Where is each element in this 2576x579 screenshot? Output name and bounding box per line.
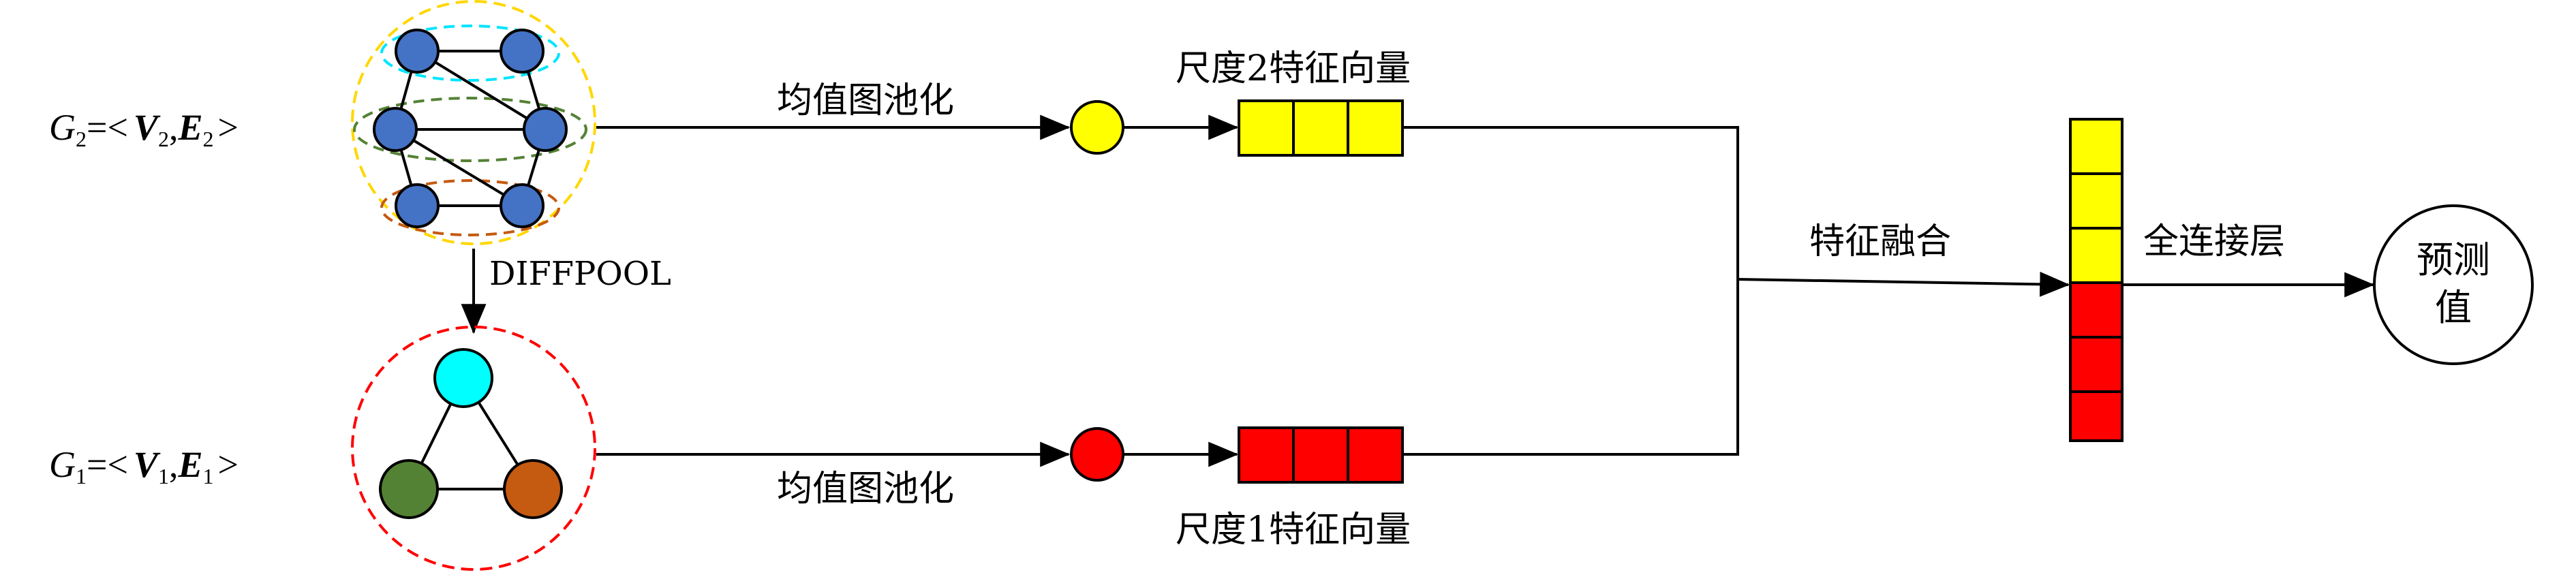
graph-node bbox=[373, 107, 418, 152]
prediction-label-line1: 预测 bbox=[2417, 238, 2490, 281]
graph-node bbox=[523, 107, 568, 152]
scale1-vector-label: 尺度1特征向量 bbox=[1176, 510, 1411, 550]
cluster-node-cyan bbox=[433, 348, 493, 408]
graph-g2 bbox=[351, 0, 596, 245]
fused-feature-vector bbox=[2069, 118, 2123, 442]
graph-node bbox=[395, 183, 440, 228]
scale1-to-fusion-line bbox=[1402, 279, 1739, 456]
graph-node bbox=[500, 183, 545, 228]
cluster-node-orange bbox=[503, 459, 563, 519]
graph-g1-label: G1=<V1,E1> bbox=[49, 444, 239, 488]
fully-connected-label: 全连接层 bbox=[2143, 221, 2285, 262]
graph-g1-red-boundary bbox=[351, 326, 596, 571]
graph-node bbox=[395, 29, 440, 74]
cluster-orange-dashed-ellipse bbox=[380, 179, 560, 236]
graph-g1 bbox=[351, 326, 596, 571]
cluster-green-dashed-ellipse bbox=[353, 97, 587, 162]
mean-pool-top-label: 均值图池化 bbox=[777, 80, 954, 121]
feature-fusion-arrow bbox=[1737, 271, 2070, 297]
diffpool-label: DIFFPOOL bbox=[489, 255, 671, 293]
pooled-node-red bbox=[1070, 427, 1124, 482]
mean-pool-bottom-label: 均值图池化 bbox=[777, 469, 954, 510]
graph-g2-label: G2=<V2,E2> bbox=[49, 107, 239, 151]
scale2-feature-vector bbox=[1238, 99, 1404, 157]
scale1-feature-vector bbox=[1238, 426, 1404, 484]
feature-fusion-label: 特征融合 bbox=[1809, 221, 1951, 262]
graph-node bbox=[500, 29, 545, 74]
prediction-label-line2: 值 bbox=[2435, 286, 2472, 329]
scale2-vector-label: 尺度2特征向量 bbox=[1176, 48, 1411, 89]
graph-g2-nodes bbox=[373, 29, 568, 228]
scale2-to-fusion-line bbox=[1402, 126, 1739, 279]
prediction-circle bbox=[2373, 204, 2534, 365]
cluster-cyan-dashed-ellipse bbox=[380, 25, 560, 82]
pooled-node-yellow bbox=[1070, 100, 1124, 155]
graph-g2-yellow-boundary bbox=[351, 0, 596, 245]
cluster-node-green bbox=[379, 459, 439, 519]
